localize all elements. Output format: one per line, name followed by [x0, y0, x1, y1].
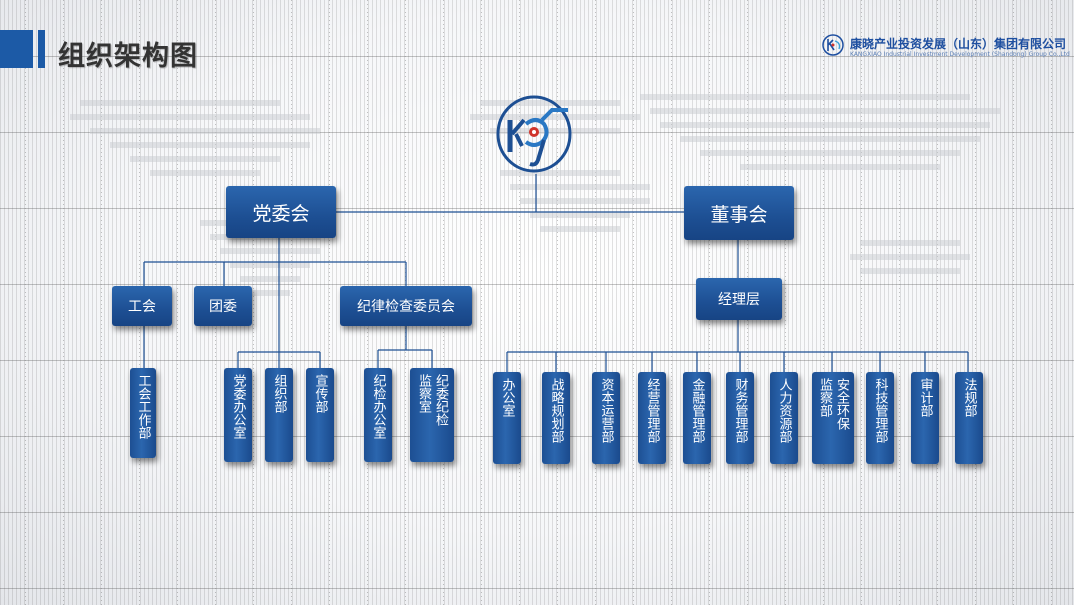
- dept-label: 财务管理部: [732, 378, 748, 443]
- strategy-planning-box: 战略规划部: [542, 372, 570, 464]
- party-committee-box: 党委会: [226, 186, 336, 238]
- discipline-office-box: 纪检办公室: [364, 368, 392, 462]
- dept-label: 审计部: [917, 378, 933, 417]
- youth-league-box: 团委: [194, 286, 252, 326]
- page-title: 组织架构图: [58, 41, 198, 72]
- dept-label: 组织部: [271, 374, 287, 413]
- union-box: 工会: [112, 286, 172, 326]
- technology-management-box: 科技管理部: [866, 372, 894, 464]
- finance-management-box: 金融管理部: [683, 372, 711, 464]
- safety-environment-box: 安全环保 监察部: [812, 372, 854, 464]
- dept-label: 办公室: [499, 378, 515, 417]
- dept-label: 人力资源部: [776, 378, 792, 443]
- company-name: 康晓产业投资发展（山东）集团有限公司: [850, 37, 1067, 51]
- legal-dept-box: 法规部: [955, 372, 983, 464]
- capital-operations-box: 资本运营部: [592, 372, 620, 464]
- company-name-en: KANGXIAO Industrial Investment Developme…: [850, 51, 1070, 58]
- world-map-watermark: [70, 94, 1000, 296]
- audit-dept-box: 审计部: [911, 372, 939, 464]
- management-box: 经理层: [696, 278, 782, 320]
- business-management-box: 经营管理部: [638, 372, 666, 464]
- dept-label: 金融管理部: [689, 378, 705, 443]
- human-resources-box: 人力资源部: [770, 372, 798, 464]
- office-box: 办公室: [493, 372, 521, 464]
- company-logo-icon: [822, 34, 844, 56]
- dept-label: 监察室: [416, 374, 431, 413]
- organization-dept-box: 组织部: [265, 368, 293, 462]
- dept-label: 安全环保: [834, 378, 849, 430]
- discipline-committee-box: 纪律检查委员会: [340, 286, 472, 326]
- dept-label: 监察部: [817, 378, 832, 417]
- dept-label: 战略规划部: [548, 378, 564, 443]
- dept-label: 经营管理部: [644, 378, 660, 443]
- dept-label: 工会工作部: [135, 374, 151, 439]
- kx-logo-icon: [496, 95, 572, 173]
- supervision-office-box: 纪委纪检 监察室: [410, 368, 454, 462]
- dept-label: 宣传部: [312, 374, 328, 413]
- dept-label: 资本运营部: [598, 378, 614, 443]
- dept-label: 党委办公室: [230, 374, 246, 439]
- publicity-dept-box: 宣传部: [306, 368, 334, 462]
- board-of-directors-box: 董事会: [684, 186, 794, 240]
- party-office-box: 党委办公室: [224, 368, 252, 462]
- accounting-management-box: 财务管理部: [726, 372, 754, 464]
- dept-label: 科技管理部: [872, 378, 888, 443]
- title-accent-bar: [0, 30, 33, 68]
- union-work-dept-box: 工会工作部: [130, 368, 156, 458]
- title-accent-bar-thin: [38, 30, 45, 68]
- dept-label: 纪检办公室: [370, 374, 386, 439]
- dept-label: 纪委纪检: [433, 374, 448, 426]
- dept-label: 法规部: [961, 378, 977, 417]
